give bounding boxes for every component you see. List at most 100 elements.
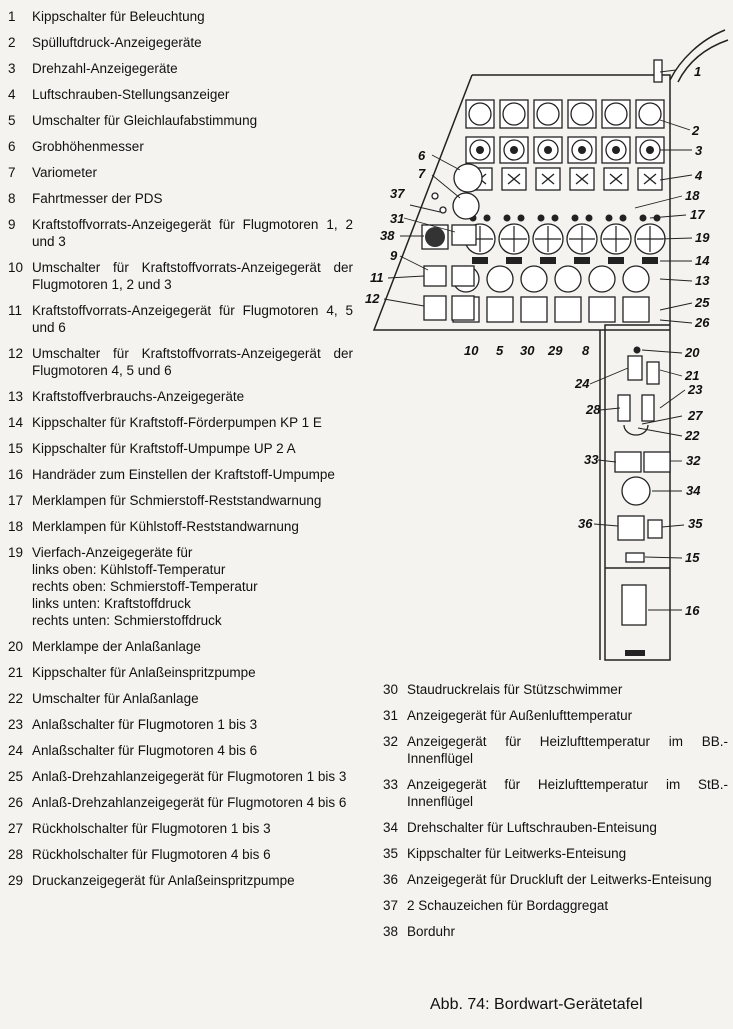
legend-item-text: Anlaß-Drehzahlanzeigegerät für Flugmotor… — [32, 769, 347, 784]
gauge-9b — [451, 265, 475, 287]
legend-item-text: Kraftstoffvorrats-Anzeigegerät für Flugm… — [32, 217, 353, 249]
legend-item-number: 5 — [8, 113, 16, 128]
switch-24 — [627, 355, 643, 381]
legend-item-number: 37 — [383, 898, 399, 913]
diagram-label-32: 32 — [686, 453, 701, 468]
leader-line — [659, 319, 693, 324]
legend-item-text: Anzeigegerät für Heizlufttemperatur im S… — [407, 777, 728, 809]
legend-item-number: 13 — [8, 389, 24, 404]
legend-item-text: Umschalter für Kraftstoffvorrats-Anzeige… — [32, 260, 353, 292]
gauge-hub — [544, 146, 552, 154]
altimeter — [453, 163, 483, 193]
leader-line — [403, 217, 456, 233]
gauge-cross — [507, 173, 521, 185]
legend-item-text: Kippschalter für Beleuchtung — [32, 9, 205, 24]
diagram-label-11: 11 — [370, 270, 384, 285]
diagram-label-1: 1 — [694, 64, 701, 79]
gauge-cross — [637, 226, 663, 252]
leader-line — [649, 214, 687, 219]
legend-item: 9 Kraftstoffvorrats-Anzeigegerät für Flug… — [8, 216, 353, 250]
legend-item-number: 18 — [8, 519, 24, 534]
legend-item-text: Kippschalter für Kraftstoff-Förderpumpen… — [32, 415, 322, 430]
gauge-hub — [578, 146, 586, 154]
legend-item-number: 35 — [383, 846, 399, 861]
switch-foerderpumpe — [642, 257, 658, 264]
legend-item: 4 Luftschrauben-Stellungsanzeiger — [8, 86, 353, 103]
gauge-cross — [609, 173, 623, 185]
legend-item: 21 Kippschalter für Anlaßeinspritzpumpe — [8, 664, 353, 681]
leader-line — [659, 69, 677, 73]
legend-item-number: 29 — [8, 873, 24, 888]
leader-line — [644, 556, 683, 559]
switch-foerderpumpe — [506, 257, 522, 264]
legend-item-text: Anzeigegerät für Druckluft der Leitwerks… — [407, 872, 712, 887]
legend-item-number: 7 — [8, 165, 16, 180]
diagram-label-25: 25 — [694, 295, 710, 310]
legend-item-text: Drehschalter für Luftschrauben-Enteisung — [407, 820, 657, 835]
gauge-anlass — [520, 296, 548, 323]
leader-line — [589, 367, 629, 385]
clock-face — [425, 227, 445, 247]
leader-line — [637, 427, 683, 437]
gauge-anlass — [588, 296, 616, 323]
legend-item-text: Variometer — [32, 165, 98, 180]
legend-item-text: Umschalter für Kraftstoffvorrats-Anzeige… — [32, 346, 353, 378]
gauge-cross — [541, 173, 555, 185]
leader-line — [661, 524, 685, 528]
switch-12 — [423, 295, 447, 321]
legend-item-number: 4 — [8, 87, 16, 102]
diagram-label-35: 35 — [688, 516, 703, 531]
switch-10 — [451, 295, 475, 321]
lamp — [503, 214, 511, 222]
gauge-cross — [575, 173, 589, 185]
lamp — [517, 214, 525, 222]
indicator-37 — [439, 206, 447, 214]
diagram-label-27: 27 — [687, 408, 703, 423]
lamp — [551, 214, 559, 222]
figure-caption: Abb. 74: Bordwart-Gerätetafel — [430, 996, 643, 1013]
diagram-label-22: 22 — [684, 428, 700, 443]
gauge-dial — [468, 102, 492, 126]
legend-item-number: 9 — [8, 217, 16, 232]
diagram-label-15: 15 — [685, 550, 700, 565]
diagram-label-9: 9 — [390, 248, 398, 263]
legend-item-number: 33 — [383, 777, 399, 792]
variometer — [452, 192, 480, 220]
legend-item-text: Merklampen für Schmierstoff-Reststandwar… — [32, 493, 322, 508]
legend-item-number: 2 — [8, 35, 16, 50]
leader-line — [659, 389, 686, 409]
gauge-anlass — [554, 296, 582, 323]
gauge-32 — [643, 451, 671, 473]
legend-item-text: Luftschrauben-Stellungsanzeiger — [32, 87, 230, 102]
legend-item-text: Rückholschalter für Flugmotoren 1 bis 3 — [32, 821, 271, 836]
diagram-label-26: 26 — [694, 315, 710, 330]
gauge-verbrauch — [588, 265, 616, 293]
legend-item-number: 10 — [8, 260, 24, 275]
gauge-hub — [510, 146, 518, 154]
legend-item-text: Kippschalter für Anlaßeinspritzpumpe — [32, 665, 256, 680]
switch-foerderpumpe — [472, 257, 488, 264]
leader-line — [641, 415, 683, 425]
diagram-label-2: 2 — [691, 123, 700, 138]
legend-item-number: 21 — [8, 665, 24, 680]
legend-item-text: Rückholschalter für Flugmotoren 4 bis 6 — [32, 847, 271, 862]
legend-item-text: Merklampen für Kühlstoff-Reststandwarnun… — [32, 519, 299, 534]
leader-line — [641, 349, 683, 354]
